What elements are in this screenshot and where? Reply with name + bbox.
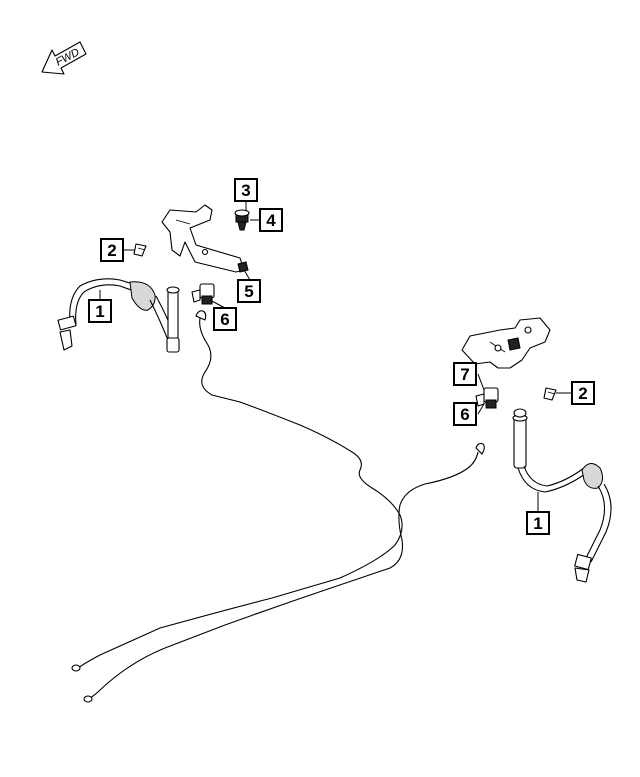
svg-text:6: 6 — [220, 310, 229, 329]
brake-tube-assembly — [71, 310, 485, 703]
retainer-right — [475, 387, 499, 409]
fwd-label: FWD — [54, 46, 82, 68]
svg-text:3: 3 — [241, 181, 250, 200]
callout-3: 3 — [234, 178, 258, 202]
svg-text:6: 6 — [460, 405, 469, 424]
clip-left — [133, 243, 147, 257]
callout-5: 5 — [237, 279, 261, 303]
callout-1-left: 1 — [88, 299, 112, 323]
svg-text:2: 2 — [578, 384, 587, 403]
svg-text:2: 2 — [107, 241, 116, 260]
callout-2-right: 2 — [571, 381, 595, 405]
bolt — [234, 209, 250, 231]
retainer-left — [191, 283, 215, 305]
callout-6-left: 6 — [213, 307, 237, 331]
brake-hose-right — [512, 408, 612, 583]
svg-text:1: 1 — [533, 514, 542, 533]
leader-lines — [99, 201, 572, 512]
clip-right — [543, 387, 557, 401]
bracket-left — [161, 204, 249, 273]
callout-7: 7 — [453, 362, 477, 386]
bracket-right — [461, 317, 551, 369]
callout-2-left: 2 — [100, 238, 124, 262]
callout-4: 4 — [259, 208, 283, 232]
fwd-direction-arrow: FWD — [41, 41, 87, 75]
svg-text:1: 1 — [95, 302, 104, 321]
svg-text:4: 4 — [266, 211, 276, 230]
svg-text:5: 5 — [244, 282, 253, 301]
svg-text:7: 7 — [460, 365, 469, 384]
callout-6-right: 6 — [453, 402, 477, 426]
callout-1-right: 1 — [526, 511, 550, 535]
brake-hose-left — [57, 278, 180, 353]
